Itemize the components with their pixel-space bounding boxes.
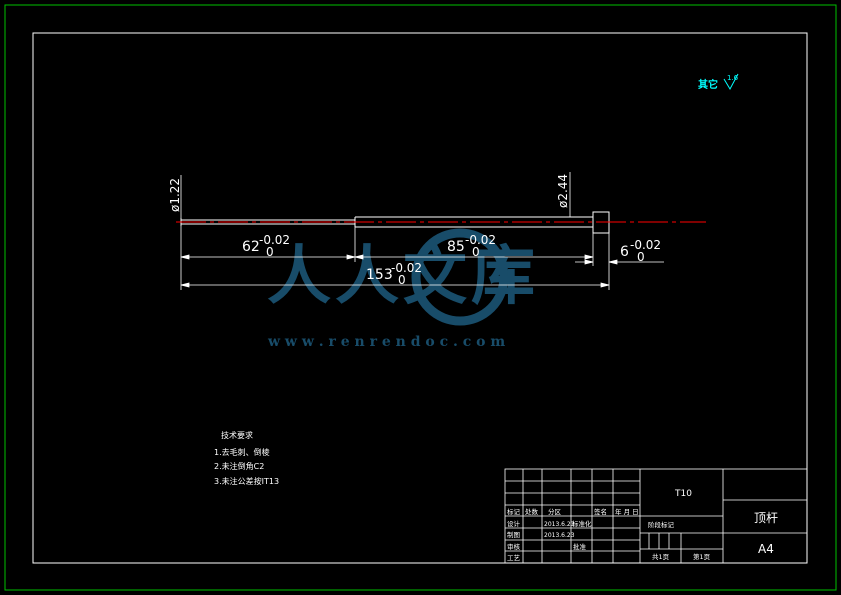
dim-153-lower: 0: [398, 273, 406, 287]
approve-label: 批准: [573, 542, 587, 551]
dim-6: 6: [620, 244, 629, 260]
watermark-url: w w w . r e n r e n d o c . c o m: [267, 334, 505, 350]
inner-frame: [32, 32, 808, 564]
dim-85-upper: -0.02: [465, 233, 496, 247]
dim-85: 85: [447, 239, 465, 255]
dim-6-lower: 0: [637, 250, 645, 264]
dim-62-upper: -0.02: [259, 233, 290, 247]
dimension-lines: [180, 254, 664, 288]
tech-req-item-1: 1.去毛刺、倒棱: [214, 447, 270, 457]
part-body: [176, 211, 706, 234]
hdr-sign: 签名: [594, 507, 607, 516]
standardize-label: 标准化: [572, 519, 592, 528]
dim-6-upper: -0.02: [630, 238, 661, 252]
technical-requirements: 技术要求 1.去毛刺、倒棱 2.未注倒角C2 3.未注公差按IT13: [214, 430, 279, 486]
design-date: 2013.6.23: [544, 521, 575, 528]
tech-req-item-2: 2.未注倒角C2: [214, 461, 264, 471]
title-block: [504, 468, 808, 564]
hdr-mark: 标记: [507, 507, 521, 516]
stage-label: 阶段标记: [648, 520, 675, 529]
design-label: 设计: [507, 519, 521, 528]
drafter-label: 制图: [507, 530, 520, 539]
tech-req-item-3: 3.未注公差按IT13: [214, 476, 279, 486]
title-block-texts: T10 顶杆 A4 标记 处数 分区 签名 年 月 日 设计 2013.6.23…: [507, 489, 778, 562]
sheet-no: 第1页: [693, 552, 711, 561]
title-part-name: 顶杆: [754, 511, 778, 525]
dim-153: 153: [366, 267, 393, 283]
outer-frame: [4, 4, 837, 591]
watermark-cn: 人人文库: [267, 240, 539, 314]
dim-153-upper: -0.02: [391, 261, 422, 275]
dim-62: 62: [242, 239, 260, 255]
watermark: 人人文库 w w w . r e n r e n d o c . c o m: [267, 228, 539, 350]
process-label: 工艺: [507, 554, 521, 562]
dim-85-lower: 0: [472, 245, 480, 259]
diameter-dims: ø1.22 ø2.44: [168, 172, 571, 218]
watermark-circle: [411, 228, 509, 326]
review-label: 审核: [507, 542, 521, 551]
dimension-texts: 62 -0.02 0 85 -0.02 0 153 -0.02 0 6 -0.0…: [242, 233, 661, 287]
roughness-symbol-icon: [723, 73, 739, 91]
hdr-count: 处数: [525, 507, 539, 516]
dim-dia-small: ø1.22: [168, 178, 182, 212]
hdr-zone: 分区: [548, 507, 562, 516]
hdr-date: 年 月 日: [615, 507, 639, 516]
title-material: T10: [674, 489, 692, 499]
dim-dia-large: ø2.44: [556, 174, 570, 208]
total-sheets: 共1页: [652, 552, 670, 561]
drafter-date: 2013.6.23: [544, 532, 575, 539]
tech-req-title: 技术要求: [221, 430, 253, 440]
roughness-value: 1.6: [727, 74, 739, 82]
roughness-label: 其它: [698, 78, 718, 91]
dim-62-lower: 0: [266, 245, 274, 259]
title-sheet-size: A4: [758, 542, 774, 556]
extension-lines: [180, 226, 610, 290]
